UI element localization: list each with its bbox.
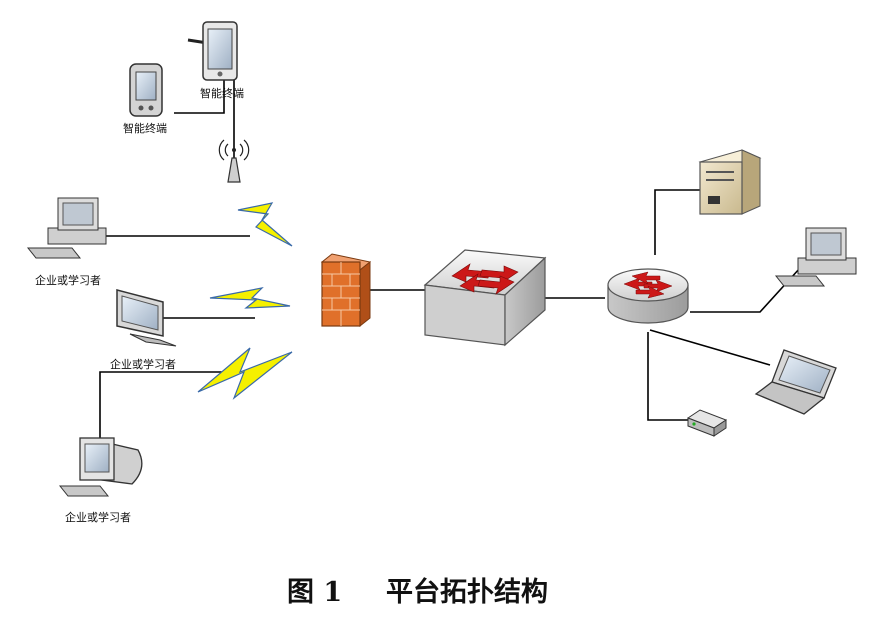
label-user-1: 企业或学习者 — [35, 273, 101, 287]
crt-monitor-icon — [116, 289, 177, 347]
tablet-icon — [187, 21, 238, 81]
desktop-computer-icon — [774, 227, 857, 287]
line-router-to-device — [647, 332, 690, 421]
label-user-2: 企业或学习者 — [110, 357, 176, 371]
line-router-to-desktop — [690, 267, 801, 313]
desktop-computer-icon — [58, 437, 143, 497]
line-pda-to-hub — [174, 65, 225, 114]
pda-icon — [129, 63, 163, 117]
label-smart-terminal-top: 智能终端 — [200, 86, 244, 100]
switch-icon — [423, 249, 547, 347]
lightning-icon — [197, 347, 293, 400]
line-router-to-laptop — [649, 329, 771, 366]
figure-number: 图 1 — [287, 577, 342, 608]
server-icon — [698, 149, 762, 215]
lightning-icon — [209, 287, 291, 309]
firewall-icon — [320, 253, 372, 328]
lightning-icon — [237, 202, 293, 247]
line-router-to-server — [654, 189, 700, 255]
desktop-computer-icon — [26, 197, 107, 259]
figure-title: 平台拓扑结构 — [386, 576, 548, 608]
router-icon — [607, 268, 689, 324]
wireless-antenna-icon — [218, 139, 250, 183]
connection-lines — [97, 65, 801, 442]
line-desktop3-to-wireless — [99, 371, 240, 442]
label-user-3: 企业或学习者 — [65, 510, 131, 524]
network-device-icon — [686, 409, 728, 437]
label-smart-terminal-left: 智能终端 — [123, 121, 167, 135]
laptop-icon — [754, 349, 837, 415]
